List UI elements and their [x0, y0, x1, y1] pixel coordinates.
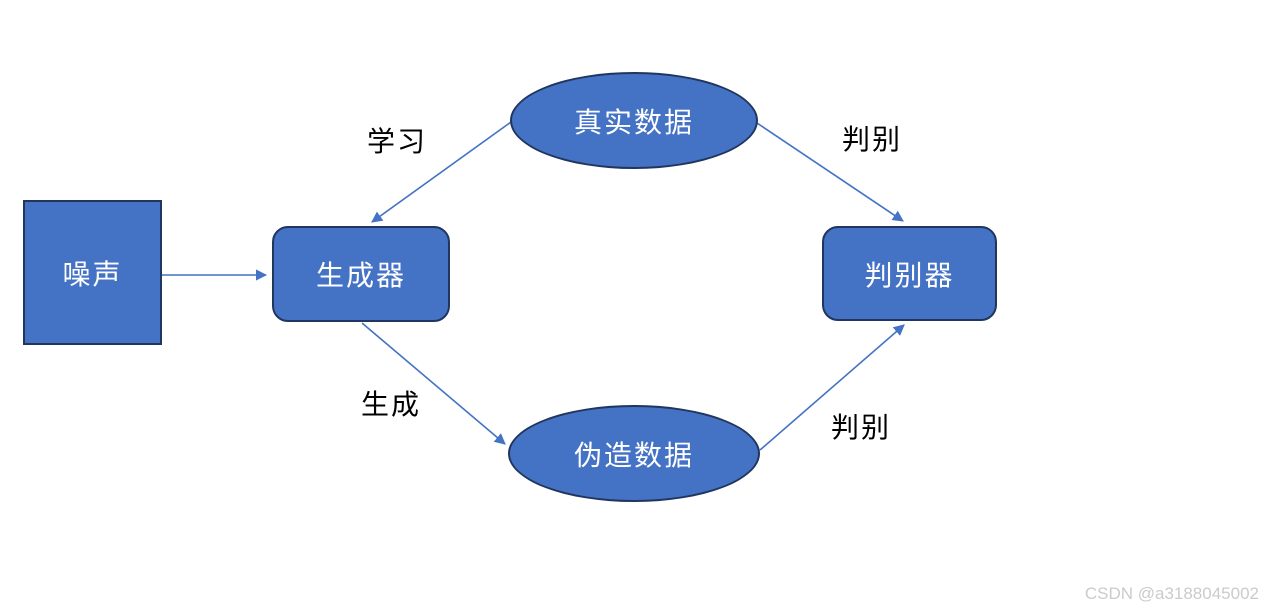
node-generator[interactable]: 生成器 [272, 226, 450, 322]
node-real-data[interactable]: 真实数据 [510, 72, 758, 169]
node-real-data-label: 真实数据 [573, 106, 694, 138]
node-discriminator[interactable]: 判别器 [822, 226, 997, 321]
watermark: CSDN @a3188045002 [1084, 584, 1259, 603]
edge-label-generate: 生成 [361, 389, 422, 420]
node-noise-label: 噪声 [62, 258, 123, 290]
node-fake-data-label: 伪造数据 [573, 439, 694, 471]
node-discriminator-label: 判别器 [864, 259, 955, 291]
node-noise[interactable]: 噪声 [23, 200, 162, 345]
arrow-generator-to-fakedata [361, 322, 506, 445]
node-fake-data[interactable]: 伪造数据 [508, 405, 760, 502]
edge-label-learn: 学习 [367, 126, 428, 157]
edge-label-judge-bottom: 判别 [831, 412, 892, 443]
node-generator-label: 生成器 [315, 260, 406, 291]
edge-label-judge-top: 判别 [842, 124, 903, 155]
